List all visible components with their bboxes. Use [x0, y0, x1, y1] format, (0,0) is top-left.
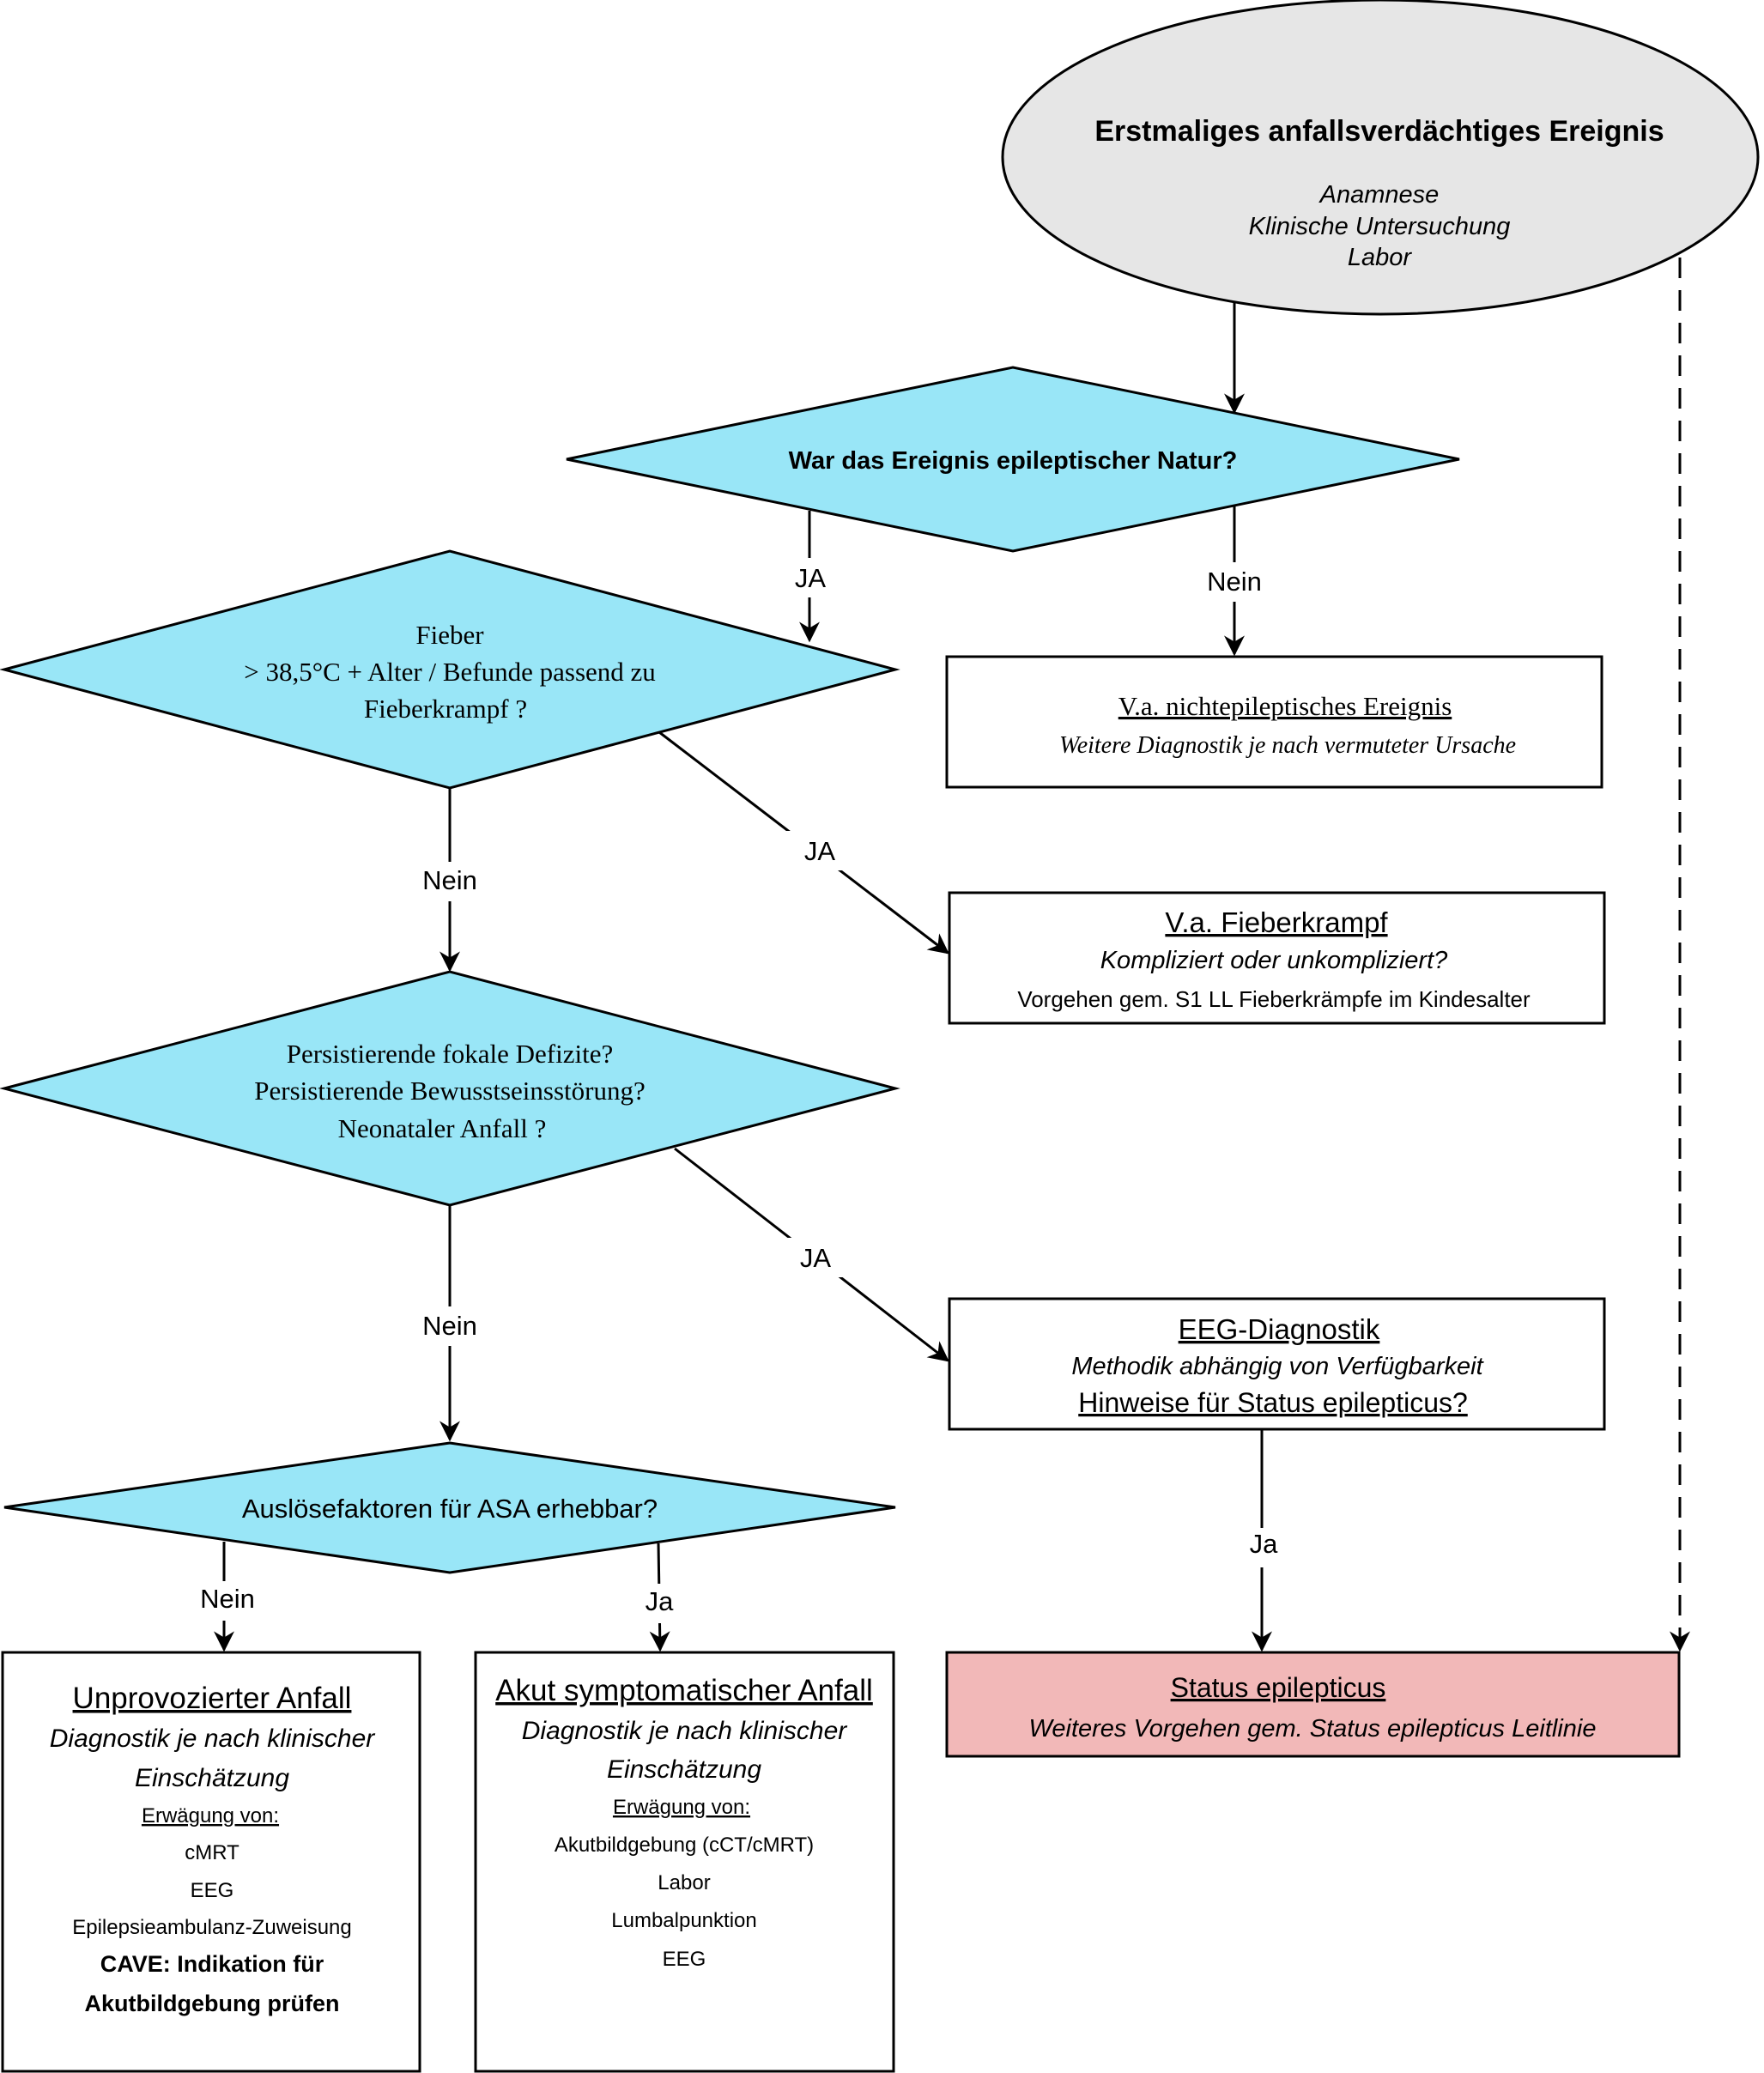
decision-focal-deficits: Persistierende fokale Defizite? Persisti… — [0, 970, 900, 1207]
box-unprovoked-rect — [1, 1651, 421, 2073]
decision-focal-line-3: Neonataler Anfall ? — [338, 1113, 547, 1143]
box-unprovoked-cave-1: CAVE: Indikation für — [100, 1951, 324, 1977]
start-line-1: Anamnese — [1318, 181, 1440, 209]
box-eeg-title: EEG-Diagnostik — [1179, 1313, 1380, 1345]
box-status: Status epilepticus Weiteres Vorgehen gem… — [945, 1651, 1681, 1758]
decision-fever-diamond — [0, 549, 900, 790]
box-unprovoked-subtitle-1: Diagnostik je nach klinischer — [50, 1724, 376, 1753]
box-unprovoked: Unprovozierter Anfall Diagnostik je nach… — [1, 1651, 421, 2073]
edge-label-q3-yes: JA — [800, 1243, 832, 1273]
start-title: Erstmaliges anfallsverdächtiges Ereignis — [1094, 115, 1664, 148]
decision-epileptic-text: War das Ereignis epileptischer Natur? — [789, 447, 1238, 475]
box-nonepileptic-subtitle: Weitere Diagnostik je nach vermuteter Ur… — [1059, 732, 1516, 759]
box-acute-item-4: EEG — [663, 1948, 706, 1971]
decision-triggers-text: Auslösefaktoren für ASA erhebbar? — [242, 1494, 658, 1524]
box-acute-item-1: Akutbildgebung (cCT/cMRT) — [555, 1834, 814, 1857]
decision-focal-diamond — [0, 970, 900, 1207]
edge-label-q3-no: Nein — [422, 1311, 477, 1341]
decision-focal-line-2: Persistierende Bewusstseinsstörung? — [254, 1076, 645, 1106]
box-fever-rect — [948, 891, 1606, 1025]
box-nonepileptic: V.a. nichtepileptisches Ereignis Weitere… — [945, 655, 1603, 789]
box-eeg: EEG-Diagnostik Methodik abhängig von Ver… — [948, 1297, 1606, 1431]
box-nonepileptic-title: V.a. nichtepileptisches Ereignis — [1118, 691, 1452, 721]
start-node: Erstmaliges anfallsverdächtiges Ereignis… — [1001, 0, 1760, 316]
decision-focal-line-1: Persistierende fokale Defizite? — [287, 1039, 613, 1069]
box-acute-item-3: Lumbalpunktion — [611, 1909, 756, 1932]
decision-epileptic: War das Ereignis epileptischer Natur? — [566, 366, 1460, 553]
start-line-3: Labor — [1348, 244, 1413, 271]
edge-label-q2-yes: JA — [804, 836, 836, 866]
box-status-rect — [945, 1651, 1681, 1758]
box-eeg-question: Hinweise für Status epilepticus? — [1078, 1387, 1468, 1418]
box-fever-note: Vorgehen gem. S1 LL Fieberkrämpfe im Kin… — [1017, 986, 1531, 1012]
box-acute-item-2: Labor — [658, 1871, 710, 1894]
decision-fever-line-1: Fieber — [415, 620, 484, 650]
start-ellipse — [1001, 0, 1760, 316]
box-unprovoked-item-3: Epilepsieambulanz-Zuweisung — [72, 1916, 352, 1939]
edge-label-q4-no: Nein — [200, 1584, 255, 1614]
decision-epileptic-diamond — [566, 366, 1460, 553]
edge-labels: JA Nein JA Nein JA Nein Nein Ja Ja — [181, 558, 1294, 1623]
edge-label-q4-yes: Ja — [646, 1586, 675, 1616]
box-unprovoked-item-1: cMRT — [185, 1841, 239, 1864]
box-eeg-rect — [948, 1297, 1606, 1431]
box-status-subtitle: Weiteres Vorgehen gem. Status epilepticu… — [1029, 1715, 1597, 1743]
box-acute-rect — [474, 1651, 895, 2073]
box-acute-subtitle-1: Diagnostik je nach klinischer — [522, 1717, 848, 1745]
decision-triggers: Auslösefaktoren für ASA erhebbar? — [3, 1441, 896, 1574]
box-eeg-subtitle: Methodik abhängig von Verfügbarkeit — [1071, 1353, 1484, 1380]
box-acute-title: Akut symptomatischer Anfall — [495, 1674, 873, 1707]
decision-fever-line-3: Fieberkrampf ? — [364, 694, 527, 724]
start-line-2: Klinische Untersuchung — [1249, 213, 1511, 240]
box-fever-subtitle: Kompliziert oder unkompliziert? — [1100, 947, 1448, 974]
box-unprovoked-consider: Erwägung von: — [142, 1804, 279, 1828]
box-nonepileptic-rect — [945, 655, 1603, 789]
box-unprovoked-subtitle-2: Einschätzung — [135, 1764, 289, 1792]
box-acute-consider: Erwägung von: — [613, 1796, 750, 1819]
edge-label-q2-no: Nein — [422, 865, 477, 895]
edge-label-eeg-yes: Ja — [1250, 1529, 1279, 1559]
edge-label-q1-yes: JA — [795, 563, 827, 593]
box-unprovoked-item-2: EEG — [191, 1879, 234, 1902]
box-fever-title: V.a. Fieberkrampf — [1165, 906, 1388, 938]
box-acute-subtitle-2: Einschätzung — [607, 1755, 761, 1784]
box-unprovoked-cave-2: Akutbildgebung prüfen — [85, 1991, 340, 2016]
decision-triggers-diamond — [3, 1441, 896, 1574]
box-acute: Akut symptomatischer Anfall Diagnostik j… — [474, 1651, 895, 2073]
box-unprovoked-title: Unprovozierter Anfall — [73, 1682, 352, 1715]
decision-fever-line-2: > 38,5°C + Alter / Befunde passend zu — [244, 657, 656, 687]
decision-fever: Fieber > 38,5°C + Alter / Befunde passen… — [0, 549, 900, 790]
edge-label-q1-no: Nein — [1207, 567, 1262, 597]
box-fever: V.a. Fieberkrampf Kompliziert oder unkom… — [948, 891, 1606, 1025]
box-status-title: Status epilepticus — [1171, 1672, 1386, 1703]
